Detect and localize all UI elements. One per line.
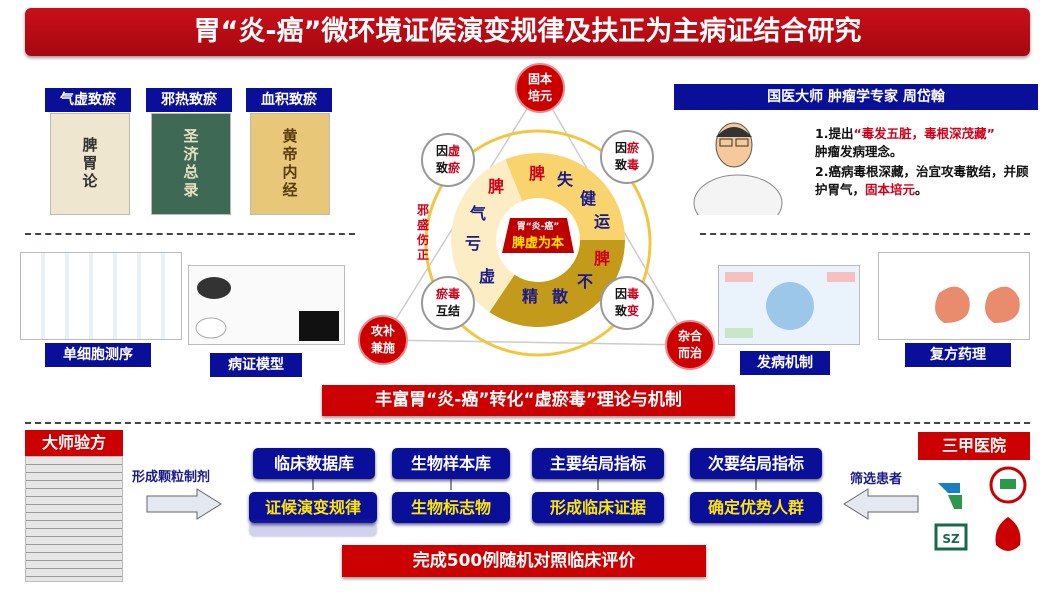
yellow-char: 脾 bbox=[528, 164, 546, 183]
divider bbox=[25, 422, 1030, 424]
label-xiere: 邪热致瘀 bbox=[146, 88, 232, 112]
center-top-text: 胃“炎-癌” bbox=[516, 222, 560, 232]
circle-gongbu: 攻补兼施 bbox=[358, 315, 408, 365]
circle-zahe: 杂合而治 bbox=[665, 320, 715, 370]
pale-char: 气 bbox=[469, 204, 487, 223]
yellow-char: 健 bbox=[579, 189, 597, 208]
circle-yudu: 瘀毒互结 bbox=[421, 276, 475, 330]
box-clinical-evidence: 形成临床证据 bbox=[532, 492, 664, 523]
circle-guben: 固本培元 bbox=[515, 63, 565, 113]
circle-yinxu: 因虚致瘀 bbox=[421, 133, 475, 187]
label-hospital: 三甲医院 bbox=[918, 432, 1030, 460]
label-single-cell: 单细胞测序 bbox=[45, 343, 151, 367]
label-disease-model: 病证模型 bbox=[210, 353, 302, 377]
banner-rct: 完成500例随机对照临床评价 bbox=[342, 545, 706, 577]
banner-theory: 丰富胃“炎-癌”转化“虚瘀毒”理论与机制 bbox=[322, 385, 735, 416]
pale-char: 脾 bbox=[487, 177, 505, 196]
box-clinical-db: 临床数据库 bbox=[253, 448, 375, 479]
divider bbox=[700, 233, 1030, 235]
text-granule: 形成颗粒制剂 bbox=[132, 470, 211, 485]
label-master-prescription: 大师验方 bbox=[25, 430, 123, 456]
box-biomarker: 生物标志物 bbox=[392, 492, 510, 523]
arrow-right-icon bbox=[146, 488, 222, 520]
gold-char: 脾 bbox=[593, 249, 611, 268]
gold-char: 散 bbox=[551, 287, 569, 306]
hospital-logo-1 bbox=[938, 483, 962, 509]
box-primary-outcome: 主要结局指标 bbox=[532, 448, 664, 479]
outer-ring bbox=[424, 129, 652, 357]
gold-char: 精 bbox=[521, 287, 539, 306]
mouse-model-figure bbox=[188, 265, 345, 345]
divider bbox=[25, 233, 355, 235]
book-cover-piweilun: 脾胃论 bbox=[50, 113, 130, 215]
center-bottom-text: 脾虚为本 bbox=[511, 236, 564, 251]
box-biobank: 生物样本库 bbox=[392, 448, 510, 479]
hospital-logos: SZ bbox=[934, 466, 1027, 551]
gold-char: 不 bbox=[576, 272, 594, 291]
expert-point-1: 1.提出“毒发五脏，毒根深茂藏”肿瘤发病理念。 bbox=[815, 126, 995, 159]
box-syndrome-pattern: 证候演变规律 bbox=[249, 492, 377, 523]
box-advantage-population: 确定优势人群 bbox=[690, 492, 822, 523]
center-trapezoid bbox=[502, 218, 574, 253]
segment-gold bbox=[489, 240, 625, 327]
pale-char: 亏 bbox=[464, 234, 482, 253]
label-pharmacology: 复方药理 bbox=[905, 343, 1011, 367]
circle-yindu: 因毒致变 bbox=[600, 276, 654, 330]
hospital-logo-2 bbox=[989, 466, 1027, 504]
text-screen-patients: 筛选患者 bbox=[850, 472, 903, 487]
expert-header: 国医大师 肿瘤学专家 周岱翰 bbox=[674, 84, 1038, 110]
mechanism-figure bbox=[718, 265, 860, 345]
yellow-char: 运 bbox=[593, 212, 611, 231]
label-mechanism: 发病机制 bbox=[740, 351, 830, 375]
label-xueji: 血积致瘀 bbox=[246, 88, 332, 112]
expert-point-2: 2.癌病毒根深藏，治宜攻毒散结，并顾护胃气，固本培元。 bbox=[815, 164, 1029, 197]
circle-yinyu: 因瘀致毒 bbox=[600, 130, 654, 184]
pharmacology-figure bbox=[878, 252, 1030, 340]
handwritten-prescription bbox=[25, 456, 123, 582]
arrow-left-icon bbox=[843, 488, 919, 520]
slide-title: 胃“炎-癌”微环境证候演变规律及扶正为主病证结合研究 bbox=[25, 8, 1030, 56]
hospital-logo-3: SZ bbox=[934, 523, 968, 551]
pale-char: 虚 bbox=[478, 267, 496, 286]
hospital-logo-4 bbox=[995, 517, 1021, 551]
reflection bbox=[249, 523, 377, 537]
box-secondary-outcome: 次要结局指标 bbox=[690, 448, 822, 479]
book-cover-shengji: 圣济总录 bbox=[151, 113, 231, 215]
label-qixu: 气虚致瘀 bbox=[45, 88, 131, 112]
yellow-char: 失 bbox=[556, 170, 574, 189]
svg-text:SZ: SZ bbox=[942, 532, 960, 546]
segment-yellow bbox=[505, 153, 625, 240]
side-label-xiesheng: 邪盛伤正 bbox=[416, 203, 429, 262]
book-cover-huangdi: 黄帝内经 bbox=[250, 113, 330, 215]
single-cell-figure bbox=[20, 252, 182, 340]
segment-pale bbox=[451, 159, 523, 313]
